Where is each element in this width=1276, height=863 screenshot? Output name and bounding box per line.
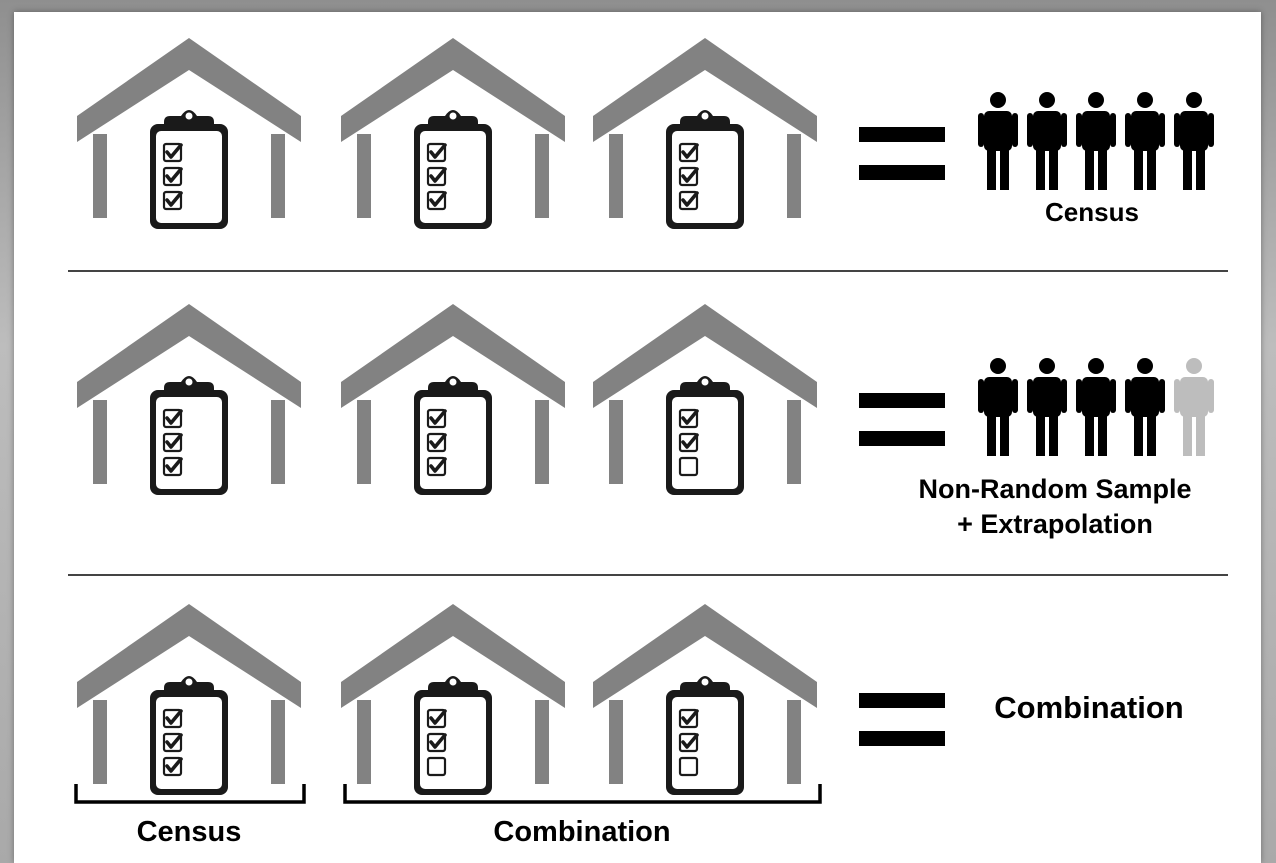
checkbox-checked-icon — [162, 456, 183, 477]
house-icon — [341, 304, 565, 484]
person-icon — [1076, 358, 1116, 456]
diagram-panel: Census Non-Random Sample + Extrapolation… — [14, 12, 1261, 863]
clipboard-icon — [150, 676, 228, 795]
person-icon — [1125, 92, 1165, 190]
clipboard-icon — [666, 676, 744, 795]
clipboard-icon — [666, 376, 744, 495]
checkbox-checked-icon — [678, 408, 699, 429]
person-icon — [1125, 358, 1165, 456]
row2-result-label-line2: + Extrapolation — [957, 509, 1153, 539]
checkbox-checked-icon — [678, 142, 699, 163]
clipboard-icon — [414, 110, 492, 229]
checkbox-checked-icon — [426, 190, 447, 211]
checkbox-checked-icon — [426, 708, 447, 729]
person-icon — [1027, 92, 1067, 190]
checkbox-checked-icon — [162, 732, 183, 753]
person-icon — [1174, 358, 1214, 456]
bracket-left-label: Census — [136, 816, 242, 848]
person-icon — [978, 358, 1018, 456]
house-icon — [593, 38, 817, 218]
clipboard-icon — [414, 676, 492, 795]
bracket — [343, 784, 822, 804]
checkbox-checked-icon — [678, 708, 699, 729]
checkbox-checked-icon — [162, 408, 183, 429]
bracket-right-label: Combination — [493, 816, 671, 848]
checkbox-checked-icon — [162, 142, 183, 163]
checkbox-checked-icon — [426, 432, 447, 453]
house-icon — [593, 304, 817, 484]
person-icon — [1076, 92, 1116, 190]
checkbox-checked-icon — [162, 190, 183, 211]
checkbox-checked-icon — [162, 708, 183, 729]
checkbox-checked-icon — [426, 456, 447, 477]
checkbox-empty-icon — [678, 456, 699, 477]
checkbox-empty-icon — [678, 756, 699, 777]
bracket — [74, 784, 306, 804]
house-icon — [341, 604, 565, 784]
equals-sign-icon — [859, 393, 945, 446]
checkbox-checked-icon — [162, 432, 183, 453]
checkbox-checked-icon — [678, 732, 699, 753]
checkbox-checked-icon — [426, 732, 447, 753]
house-icon — [593, 604, 817, 784]
row2-result-label-line1: Non-Random Sample — [918, 474, 1192, 504]
checkbox-checked-icon — [678, 190, 699, 211]
clipboard-icon — [414, 376, 492, 495]
clipboard-icon — [666, 110, 744, 229]
checkbox-checked-icon — [426, 142, 447, 163]
equals-sign-icon — [859, 693, 945, 746]
person-icon — [1174, 92, 1214, 190]
clipboard-icon — [150, 376, 228, 495]
checkbox-checked-icon — [426, 166, 447, 187]
house-icon — [77, 604, 301, 784]
diagram-canvas — [68, 38, 1228, 804]
house-icon — [77, 38, 301, 218]
row1-result-label: Census — [1045, 197, 1139, 227]
checkbox-checked-icon — [162, 166, 183, 187]
checkbox-checked-icon — [678, 166, 699, 187]
row3-result-label: Combination — [994, 690, 1184, 725]
checkbox-checked-icon — [162, 756, 183, 777]
checkbox-empty-icon — [426, 756, 447, 777]
person-icon — [1027, 358, 1067, 456]
house-icon — [77, 304, 301, 484]
person-icon — [978, 92, 1018, 190]
house-icon — [341, 38, 565, 218]
clipboard-icon — [150, 110, 228, 229]
equals-sign-icon — [859, 127, 945, 180]
checkbox-checked-icon — [678, 432, 699, 453]
checkbox-checked-icon — [426, 408, 447, 429]
